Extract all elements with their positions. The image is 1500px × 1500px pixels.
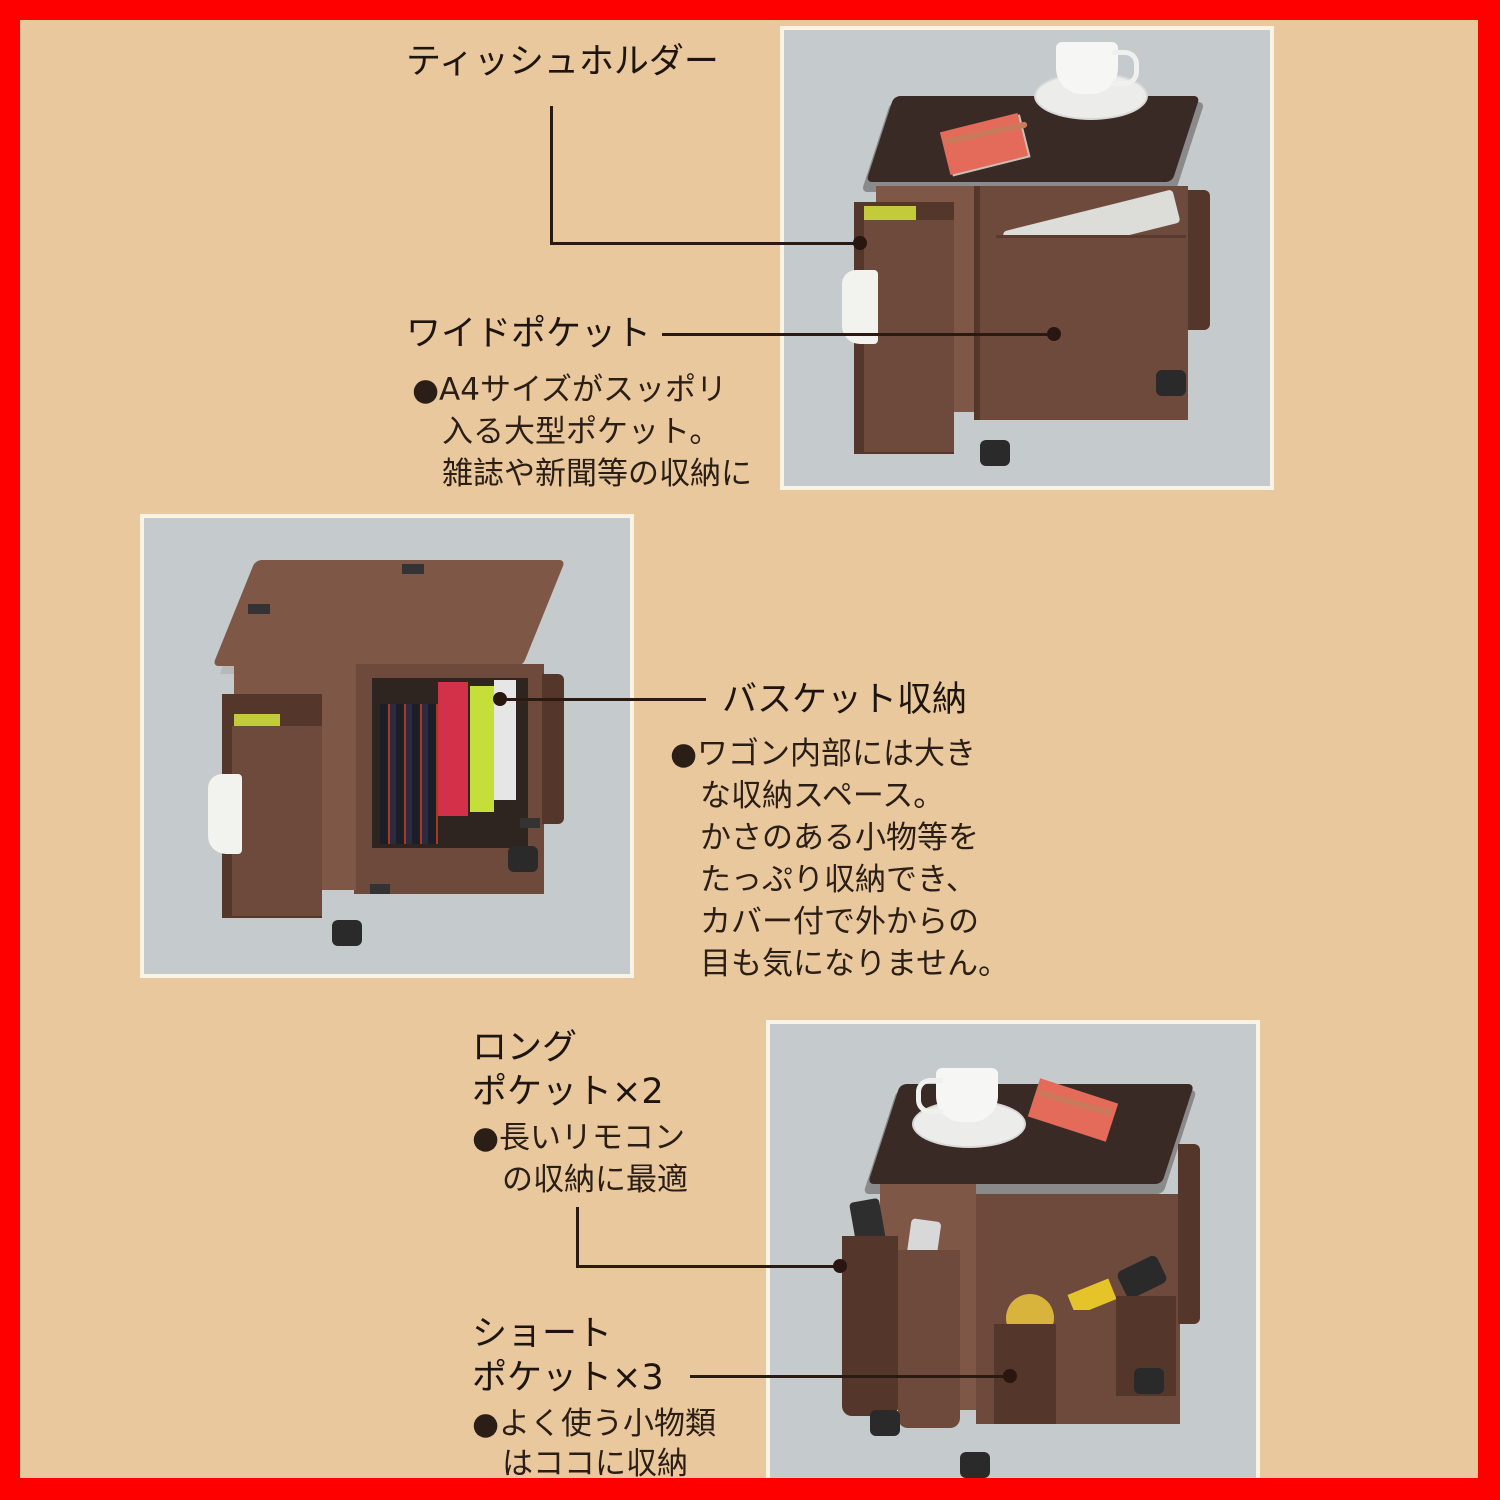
long-pocket <box>842 1236 898 1416</box>
photo-wagon-with-top <box>780 26 1274 490</box>
leader-line-long-pocket <box>576 1207 579 1266</box>
marker-dot <box>1047 327 1061 341</box>
caster-wheel <box>1134 1368 1164 1394</box>
caster-wheel <box>508 846 538 872</box>
label-tissue-holder: ティッシュホルダー <box>406 42 719 82</box>
marker-dot <box>1003 1369 1017 1383</box>
desc-short-pocket-1: ●よく使う小物類 <box>472 1406 717 1442</box>
desc-wide-pocket-1: ●A4サイズがスッポリ <box>412 372 728 408</box>
caster-wheel <box>1156 370 1186 396</box>
marker-dot <box>853 236 867 250</box>
cup-handle-icon <box>1112 50 1139 86</box>
desc-basket-6: 目も気になりません。 <box>700 946 1010 982</box>
green-binder <box>470 686 494 812</box>
cup-icon <box>1056 42 1118 94</box>
tissue-icon <box>842 270 878 344</box>
tissue-box-top <box>864 206 916 220</box>
long-pocket <box>898 1250 960 1428</box>
leader-line-tissue <box>550 106 553 243</box>
label-wide-pocket: ワイドポケット <box>406 314 652 354</box>
leader-line-short-pocket <box>690 1375 1010 1378</box>
velcro-tab <box>520 818 540 828</box>
caster-wheel <box>870 1410 900 1436</box>
tissue-holder-front <box>232 726 322 916</box>
velcro-tab <box>402 564 424 574</box>
desc-basket-2: な収納スペース。 <box>700 778 945 814</box>
desc-basket-3: かさのある小物等を <box>700 820 979 856</box>
desc-wide-pocket-3: 雑誌や新聞等の収納に <box>442 456 752 492</box>
right-side-pocket <box>542 674 564 824</box>
wagon-tabletop-surface <box>866 96 1200 182</box>
leader-line-tissue <box>550 242 860 245</box>
desc-basket-1: ●ワゴン内部には大き <box>670 736 977 772</box>
desc-long-pocket-2: の収納に最適 <box>502 1162 688 1198</box>
label-short-pocket-line2: ポケット×3 <box>472 1358 664 1398</box>
photo-wagon-side-pockets <box>766 1020 1260 1478</box>
desc-basket-5: カバー付で外からの <box>700 904 979 940</box>
white-binder <box>494 680 516 800</box>
cup-icon <box>936 1068 998 1122</box>
tissue-holder-front <box>864 220 954 452</box>
product-feature-panel: ティッシュホルダー ワイドポケット ●A4サイズがスッポリ 入る大型ポケット。 … <box>20 20 1478 1478</box>
short-pocket <box>1056 1310 1118 1410</box>
desc-wide-pocket-2: 入る大型ポケット。 <box>442 414 721 450</box>
marker-dot <box>493 692 507 706</box>
caster-wheel <box>332 920 362 946</box>
red-binder <box>438 682 468 816</box>
tissue-icon <box>208 774 242 854</box>
desc-short-pocket-2: はココに収納 <box>502 1446 688 1478</box>
leader-line-long-pocket <box>576 1265 840 1268</box>
desc-basket-4: たっぷり収納でき、 <box>700 862 977 898</box>
velcro-tab <box>370 884 390 894</box>
right-side-pocket <box>1178 1144 1200 1324</box>
wagon-body-edge <box>974 186 980 420</box>
caster-wheel <box>960 1452 990 1478</box>
desc-long-pocket-1: ●長いリモコン <box>472 1120 686 1156</box>
leader-line-wide-pocket <box>662 333 1054 336</box>
photo-wagon-open-basket <box>140 514 634 978</box>
cup-handle-icon <box>916 1078 943 1114</box>
dvd-stack <box>380 704 438 844</box>
label-long-pocket-line1: ロング <box>472 1028 578 1068</box>
caster-wheel <box>980 440 1010 466</box>
label-short-pocket-line1: ショート <box>472 1314 613 1354</box>
label-long-pocket-line2: ポケット×2 <box>472 1072 664 1112</box>
wide-pocket-shape <box>996 235 1186 413</box>
tissue-box-top <box>234 714 280 726</box>
right-side-pocket <box>1188 190 1210 330</box>
velcro-tab <box>248 604 270 614</box>
marker-dot <box>833 1259 847 1273</box>
label-basket-storage: バスケット収納 <box>722 680 968 720</box>
leader-line-basket <box>500 698 706 701</box>
